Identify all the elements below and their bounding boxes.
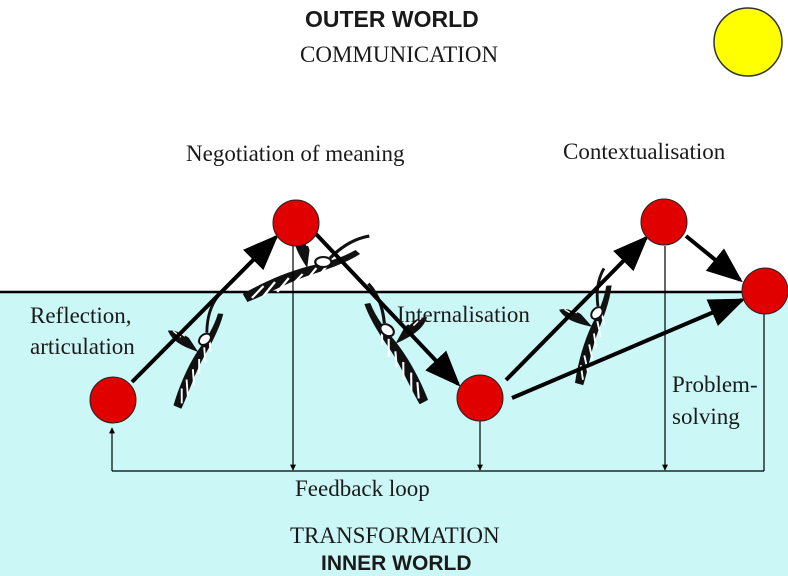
node-reflection	[89, 376, 137, 424]
label-articulation: articulation	[30, 334, 135, 359]
communication-subtitle: COMMUNICATION	[300, 42, 499, 67]
node-negotiation	[272, 199, 320, 247]
arrow-internalisation-to-contextualisation	[504, 235, 649, 382]
label-negotiation: Negotiation of meaning	[186, 141, 405, 166]
outer-world-title: OUTER WORLD	[305, 6, 479, 32]
label-reflection: Reflection,	[30, 303, 132, 328]
feedback-loop-lines	[109, 246, 765, 472]
sun-icon	[713, 7, 783, 77]
node-contextualisation	[640, 198, 688, 246]
arrow-reflection-to-negotiation	[130, 234, 279, 384]
swimmer-icon	[327, 276, 469, 409]
label-solving: solving	[672, 404, 740, 429]
process-arrows	[130, 232, 746, 400]
arrow-internalisation-to-problem	[511, 298, 746, 400]
inner-world-water	[0, 292, 788, 576]
label-problem: Problem-	[672, 372, 758, 397]
node-internalisation	[456, 374, 504, 422]
stage-nodes	[89, 198, 788, 424]
transformation-title: TRANSFORMATION	[290, 523, 500, 548]
node-problem-solving	[741, 267, 788, 315]
label-internalisation: Internalisation	[397, 302, 530, 327]
arrow-negotiation-to-internalisation	[314, 232, 461, 387]
inner-world-title: INNER WORLD	[321, 552, 472, 575]
label-feedback-loop: Feedback loop	[295, 476, 430, 501]
arrow-contextualisation-to-problem	[684, 234, 743, 283]
label-contextualisation: Contextualisation	[563, 139, 726, 164]
swimmer-icon	[528, 263, 653, 390]
swimmer-icon	[132, 290, 260, 413]
